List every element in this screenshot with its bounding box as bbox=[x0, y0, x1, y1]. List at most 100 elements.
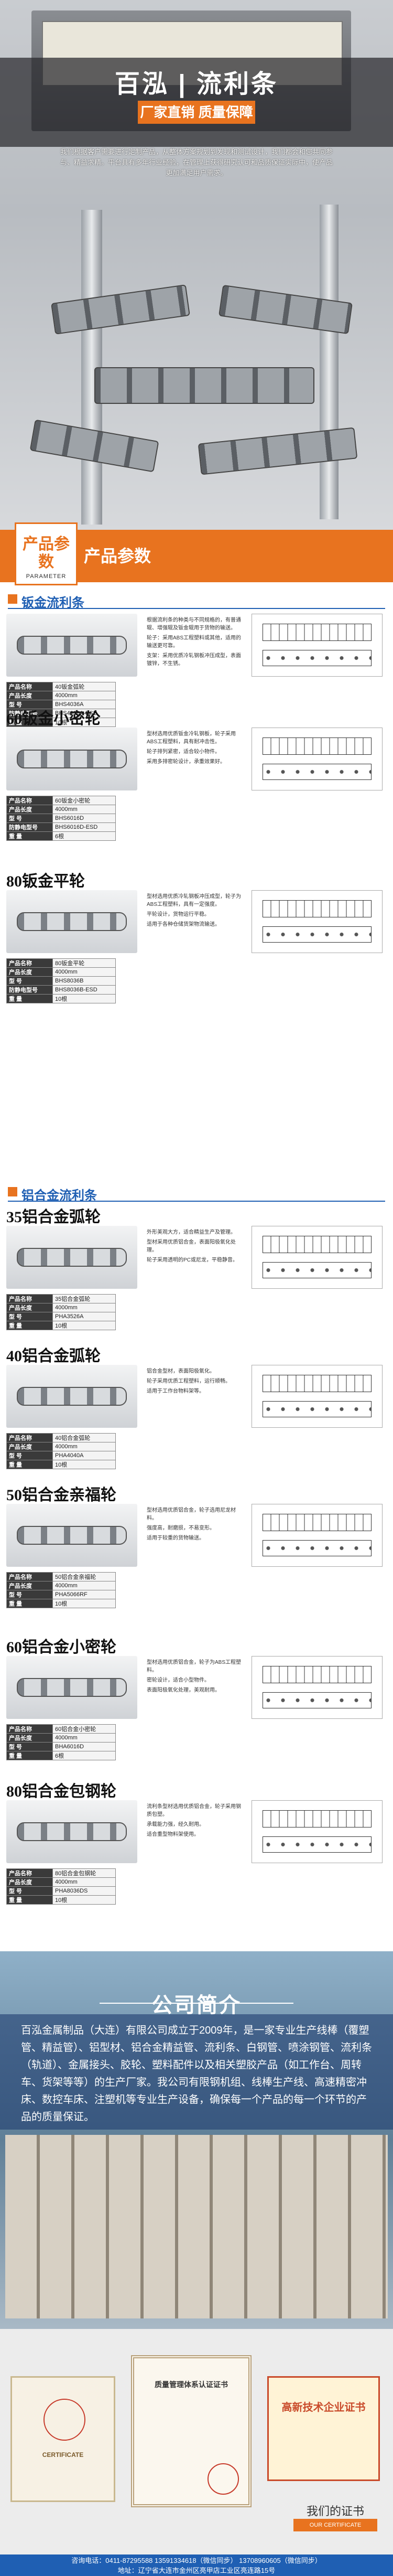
spec-key: 重 量 bbox=[6, 718, 53, 727]
spec-key: 型 号 bbox=[6, 1312, 53, 1321]
category-aluminum: 铝合金流利条 bbox=[8, 1183, 385, 1203]
roller-image bbox=[17, 1526, 127, 1545]
spec-key: 产品名称 bbox=[6, 1724, 53, 1734]
spec-value: PHA4040A bbox=[52, 1451, 116, 1460]
category-title: 铝合金流利条 bbox=[21, 1189, 97, 1203]
spec-value: 10根 bbox=[52, 1599, 116, 1608]
spec-key: 重 量 bbox=[6, 1751, 53, 1760]
spec-value: 6根 bbox=[52, 831, 116, 841]
product-image bbox=[6, 1365, 137, 1428]
spec-value: 10根 bbox=[52, 1895, 116, 1905]
product-description-line: 承载能力强，经久耐用。 bbox=[147, 1822, 204, 1827]
spec-key: 防静电型号 bbox=[6, 985, 53, 995]
footer: 咨询电话：0411-87295588 13591334618（微信同步） 137… bbox=[0, 2554, 393, 2576]
roller-image bbox=[17, 912, 127, 931]
spec-value: BHS8036B-ESD bbox=[52, 985, 116, 995]
drawing-top-view bbox=[262, 1540, 372, 1557]
category-square-icon bbox=[8, 1187, 17, 1196]
technical-drawing bbox=[252, 1800, 383, 1863]
spec-value: 10根 bbox=[52, 1321, 116, 1330]
product-heading: 50铝合金亲福轮 bbox=[6, 1487, 116, 1504]
spec-key: 型 号 bbox=[6, 1590, 53, 1599]
spec-key: 产品长度 bbox=[6, 805, 53, 814]
hero-description: 我们根据客户需要进行定制产品，从整体方案规划到发现和测试设计，我们都会和您共同参… bbox=[60, 148, 333, 177]
drawing-side-view bbox=[262, 623, 372, 641]
technical-drawing bbox=[252, 614, 383, 677]
spec-key: 防静电型号 bbox=[6, 822, 53, 832]
technical-drawing bbox=[252, 1365, 383, 1428]
spec-value: 80钣金平轮 bbox=[52, 958, 116, 968]
spec-key: 型 号 bbox=[6, 700, 53, 709]
technical-drawing bbox=[252, 890, 383, 953]
product-description-line: 适用于各种仓储货架物流输送。 bbox=[147, 922, 220, 927]
product-description-line: 流利条型材选用优质铝合金，轮子采用钢质包塑。 bbox=[147, 1804, 241, 1818]
spec-value: BHS8036B bbox=[52, 976, 116, 986]
parameter-label-cn: 产品参数 bbox=[23, 536, 70, 571]
roller-image bbox=[17, 1248, 127, 1267]
spec-value: 4000mm bbox=[52, 1733, 116, 1743]
product-description-line: 型材选用优质铝合金，轮子选用尼龙材料。 bbox=[147, 1508, 236, 1521]
drawing-top-view bbox=[262, 1262, 372, 1279]
product-image bbox=[6, 1800, 137, 1863]
spec-key: 产品名称 bbox=[6, 958, 53, 968]
seal-icon bbox=[208, 2463, 239, 2495]
spec-value: PHA5066RF bbox=[52, 1590, 116, 1599]
spec-value: 35铝合金弧轮 bbox=[52, 1294, 116, 1303]
technical-drawing bbox=[252, 1504, 383, 1567]
technical-drawing bbox=[252, 728, 383, 790]
product-heading: 80铝合金包钢轮 bbox=[6, 1783, 116, 1800]
product-description-line: 型材选用优质铝合金，轮子为ABS工程塑料。 bbox=[147, 1660, 242, 1673]
spec-value: BHS6016D bbox=[52, 814, 116, 823]
product-description: 铝合金型材，表面阳极氧化。轮子采用优质工程塑料，运行顺畅。适用于工作台物料架等。 bbox=[147, 1367, 241, 1397]
product-image bbox=[6, 1226, 137, 1289]
product-heading: 60钣金小密轮 bbox=[6, 710, 101, 728]
spec-key: 产品长度 bbox=[6, 967, 53, 977]
drawing-side-view bbox=[262, 1513, 372, 1531]
spec-value: 60铝合金小密轮 bbox=[52, 1724, 116, 1734]
company-title-line bbox=[100, 2003, 293, 2004]
drawing-top-view bbox=[262, 1401, 372, 1418]
spec-value: 80铝合金包钢轮 bbox=[52, 1868, 116, 1878]
product-description: 型材选用优质钣金冷轧钢板，轮子采用ABS工程塑料，具有耐冲击性。轮子排列紧密，适… bbox=[147, 730, 241, 768]
roller-image bbox=[17, 1387, 127, 1406]
spec-key: 防静电型号 bbox=[6, 709, 53, 718]
hero-badge: 厂家直销 质量保障 bbox=[138, 101, 255, 124]
spec-key: 重 量 bbox=[6, 1599, 53, 1608]
product-description-line: 平轮设计，货物运行平稳。 bbox=[147, 912, 210, 917]
product-description-line: 轮子采用透明的PC或尼龙，平稳静音。 bbox=[147, 1257, 238, 1263]
footer-phone: 咨询电话：0411-87295588 13591334618（微信同步） 137… bbox=[71, 2557, 322, 2564]
drawing-top-view bbox=[262, 1692, 372, 1709]
spec-value: 4000mm bbox=[52, 1442, 116, 1451]
product-heading: 40铝合金弧轮 bbox=[6, 1348, 101, 1365]
drawing-side-view bbox=[262, 1810, 372, 1827]
spec-key: 产品名称 bbox=[6, 682, 53, 691]
parameter-label-box: 产品参数 PARAMETER bbox=[15, 522, 78, 585]
spec-value: PHA8036DS bbox=[52, 1886, 116, 1896]
certificate-label: 我们的证书 bbox=[306, 2505, 364, 2518]
spec-value: PHA3526A bbox=[52, 1312, 116, 1321]
company-title: 公司简介 bbox=[151, 1994, 242, 2017]
spec-key: 重 量 bbox=[6, 1321, 53, 1330]
product-description: 外形美观大方，适合精益生产及管理。型材采用优质铝合金，表面阳极氧化处理。轮子采用… bbox=[147, 1228, 241, 1266]
spec-key: 产品长度 bbox=[6, 1877, 53, 1887]
product-description-line: 密轮设计，适合小型物件。 bbox=[147, 1677, 210, 1683]
spec-key: 产品长度 bbox=[6, 1581, 53, 1590]
spec-key: 重 量 bbox=[6, 994, 53, 1003]
spec-value: 4000mm bbox=[52, 1581, 116, 1590]
drawing-top-view bbox=[262, 650, 372, 667]
